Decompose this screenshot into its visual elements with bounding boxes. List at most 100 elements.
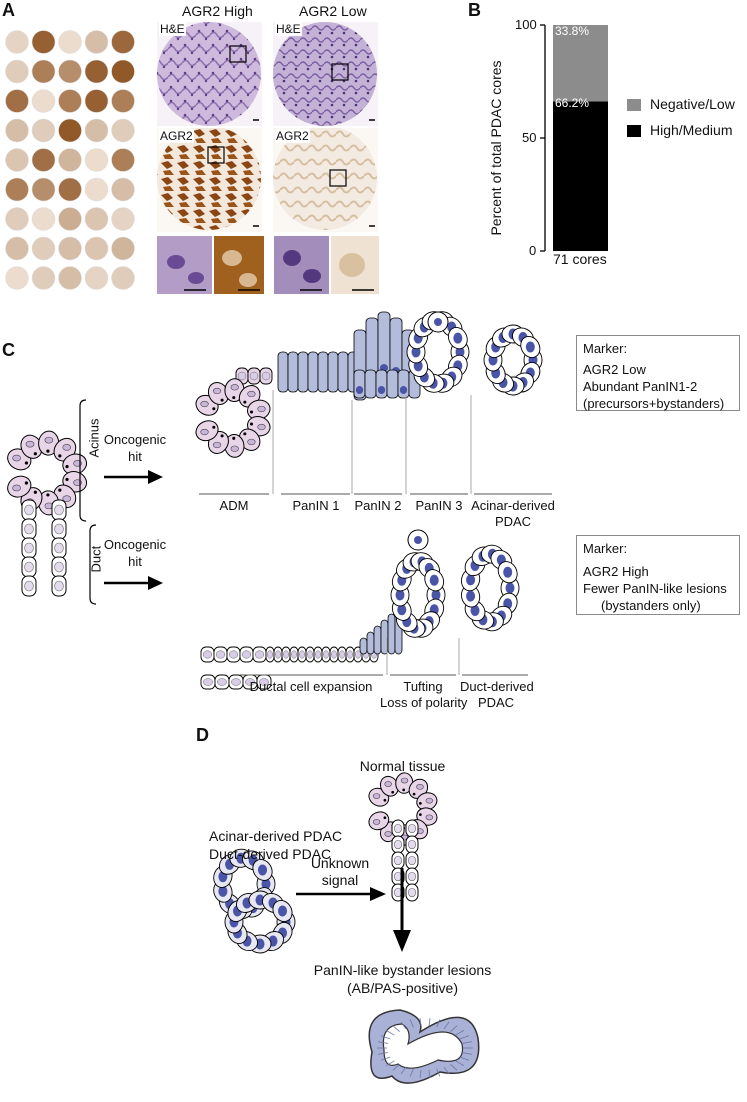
- zymogen-granule: [383, 816, 387, 820]
- bystander-cell-border: [462, 1052, 473, 1055]
- tma-core: [5, 59, 29, 84]
- tma-core: [5, 177, 29, 202]
- bystander-label-1: PanIN-like bystander lesions: [313, 962, 492, 978]
- duct-nucleus: [355, 650, 361, 659]
- acinar-nucleus: [212, 441, 222, 449]
- duct-nucleus: [291, 650, 297, 659]
- tma-core: [111, 118, 135, 143]
- zymogen-granule: [419, 802, 422, 805]
- pdac-nucleus: [470, 605, 480, 617]
- tma-core: [58, 236, 82, 261]
- tma-core: [31, 266, 56, 290]
- bystander-cell-border: [400, 1021, 407, 1030]
- zymogen-granule: [383, 798, 387, 802]
- acinar-nucleus: [200, 400, 209, 408]
- acinar-nucleus: [12, 454, 21, 462]
- duct-pathway: [200, 529, 520, 690]
- pdac-nucleus: [431, 589, 441, 601]
- pdac-nucleus: [258, 864, 268, 876]
- marker-bottom-title: Marker:: [583, 541, 628, 556]
- tma-grid: [5, 30, 135, 290]
- bystander-cell-border: [436, 1019, 441, 1028]
- duct-nucleus: [54, 580, 64, 592]
- duct-nucleus: [267, 650, 273, 659]
- tma-core: [111, 236, 135, 261]
- stage-tufting: Tufting: [403, 679, 443, 694]
- zymogen-granule: [46, 449, 50, 453]
- duct-nucleus: [407, 839, 417, 850]
- zymogen-granule: [33, 490, 37, 494]
- tma-core: [5, 30, 29, 54]
- pdac-nucleus: [453, 332, 463, 344]
- tma-core: [5, 266, 29, 290]
- data-label-negative: 33.8%: [555, 24, 590, 38]
- stain-label-he-high: H&E: [159, 22, 186, 36]
- stage-panin3: PanIN 3: [415, 498, 463, 513]
- tma-core: [111, 266, 135, 290]
- pdac-nucleus: [455, 346, 465, 358]
- duct-nucleus: [237, 371, 247, 381]
- bystander-cell-border: [400, 1066, 407, 1075]
- tma-core: [5, 89, 29, 113]
- zymogen-granule: [243, 432, 247, 436]
- bystander-cell-border: [450, 1025, 458, 1032]
- duct-nucleus: [217, 678, 227, 686]
- duct-nucleus: [24, 542, 34, 554]
- tma-core: [31, 89, 56, 113]
- oncogenic-label-bottom-1: Oncogenic: [103, 537, 167, 552]
- bystander-cell-border: [381, 1056, 391, 1061]
- marker-bottom-line2: Fewer PanIN-like lesions: [583, 581, 727, 596]
- zymogen-granule: [65, 477, 69, 482]
- signal-label-2: signal: [321, 872, 359, 888]
- acinar-nucleus: [425, 814, 434, 821]
- bystander-cell-border: [385, 1060, 395, 1066]
- data-label-high: 66.2%: [555, 96, 590, 110]
- pdac-nucleus: [218, 885, 228, 897]
- normal-tissue-structure: [368, 772, 438, 902]
- acinar-nucleus: [257, 405, 266, 413]
- tma-core: [111, 148, 135, 172]
- duct-nucleus: [307, 650, 313, 659]
- he-high-zoom: [157, 236, 212, 294]
- zymogen-granule: [249, 410, 254, 414]
- marker-top-line2: Abundant PanIN1-2: [583, 379, 698, 394]
- duct-nucleus: [407, 855, 417, 866]
- budding-nucleus: [414, 536, 422, 544]
- acinar-nucleus: [384, 831, 392, 837]
- tma-core: [31, 207, 56, 231]
- duct-nucleus: [54, 561, 64, 573]
- tma-core: [84, 30, 109, 54]
- zymogen-granule: [249, 422, 254, 426]
- pdac-nucleus: [397, 604, 407, 616]
- y-tick-100: 100: [515, 17, 537, 32]
- zymogen-granule: [212, 425, 216, 429]
- duct-nucleus: [228, 650, 239, 659]
- zymogen-granule: [33, 452, 37, 456]
- pdac-nucleus: [278, 905, 288, 917]
- legend-label-high: High/Medium: [650, 122, 733, 138]
- agr2-high-image: [157, 128, 261, 230]
- pdac-nucleus: [525, 341, 535, 353]
- stain-label-agr2-high: AGR2: [159, 129, 194, 143]
- duct-nucleus: [202, 650, 213, 659]
- zymogen-granule: [232, 436, 236, 440]
- bystander-lesion: [368, 1009, 480, 1084]
- bystander-cell-border: [428, 1018, 431, 1027]
- bar-segment-high: [553, 101, 608, 251]
- acinar-nucleus: [384, 781, 392, 787]
- bystander-cell-border: [419, 1069, 422, 1078]
- pdac-label-acinar: Acinar-derived PDAC: [209, 828, 343, 844]
- marker-top-line1: AGR2 Low: [583, 362, 646, 377]
- duct-nucleus: [393, 855, 403, 866]
- bystander-cell-border: [428, 1069, 431, 1078]
- duct-nucleus: [24, 523, 34, 535]
- tma-core: [5, 148, 29, 172]
- duct-nucleus: [323, 650, 329, 659]
- pdac-nucleus: [466, 574, 476, 586]
- tma-core: [84, 177, 109, 202]
- tma-core: [111, 89, 135, 113]
- tma-core: [111, 59, 135, 84]
- tma-core: [5, 118, 29, 143]
